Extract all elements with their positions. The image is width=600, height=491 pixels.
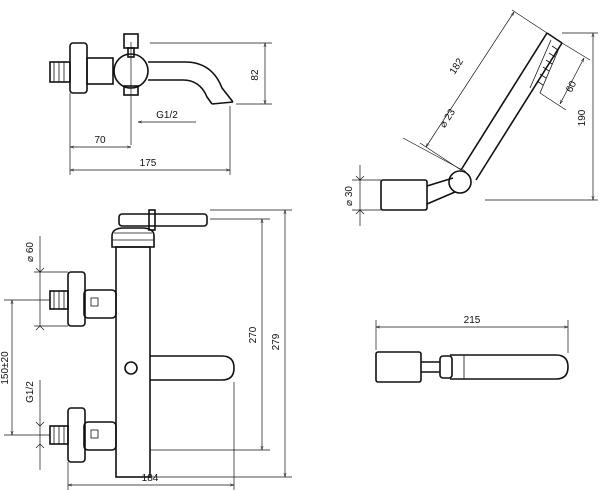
dim-top-height: 82 bbox=[250, 69, 261, 81]
top-knob-stub bbox=[49, 61, 71, 83]
front-diverter-knob bbox=[124, 361, 138, 375]
dim-hose-width: 215 bbox=[464, 315, 481, 326]
front-cartridge bbox=[111, 227, 155, 248]
dim-top-width: 175 bbox=[140, 158, 157, 169]
shower-holder bbox=[380, 179, 428, 211]
dim-front-centers: 150±20 bbox=[0, 351, 11, 385]
front-lever bbox=[118, 213, 208, 227]
dim-shower-holder: ⌀ 30 bbox=[344, 186, 355, 206]
hose-holder bbox=[375, 351, 422, 383]
dim-front-width: 184 bbox=[142, 473, 159, 484]
dim-top-thread: G1/2 bbox=[156, 110, 178, 121]
front-lower-rosette bbox=[67, 407, 86, 463]
top-view: 82 G1/2 70 175 bbox=[49, 33, 272, 175]
hose-joint bbox=[439, 355, 453, 379]
top-spout bbox=[148, 61, 234, 103]
dim-shower-head: 60 bbox=[564, 79, 579, 94]
hose-view: 215 bbox=[375, 315, 569, 383]
dim-shower-total: 190 bbox=[577, 109, 588, 126]
spray-nozzles bbox=[536, 45, 559, 86]
dim-front-height-a: 270 bbox=[248, 326, 259, 343]
dim-shower-diameter: ⌀ 23 bbox=[438, 107, 458, 130]
hand-shower-view: 182 ⌀ 23 60 190 ⌀ 30 bbox=[344, 9, 598, 226]
dim-shower-length: 182 bbox=[448, 56, 467, 76]
top-rosette bbox=[69, 42, 88, 94]
front-view: ⌀ 60 150±20 G1/2 270 279 184 bbox=[0, 209, 292, 490]
front-spout bbox=[150, 355, 235, 381]
hose-handle bbox=[450, 354, 569, 380]
dim-front-thread: G1/2 bbox=[25, 381, 36, 403]
front-upper-connector bbox=[83, 289, 117, 319]
dim-front-rosette: ⌀ 60 bbox=[25, 242, 36, 262]
dim-top-offset: 70 bbox=[94, 135, 106, 146]
top-connector bbox=[86, 57, 114, 85]
dim-front-height-b: 279 bbox=[271, 333, 282, 350]
front-lower-connector bbox=[83, 421, 117, 451]
shower-joint bbox=[448, 170, 472, 194]
front-body bbox=[115, 246, 151, 478]
front-upper-rosette bbox=[67, 271, 86, 327]
